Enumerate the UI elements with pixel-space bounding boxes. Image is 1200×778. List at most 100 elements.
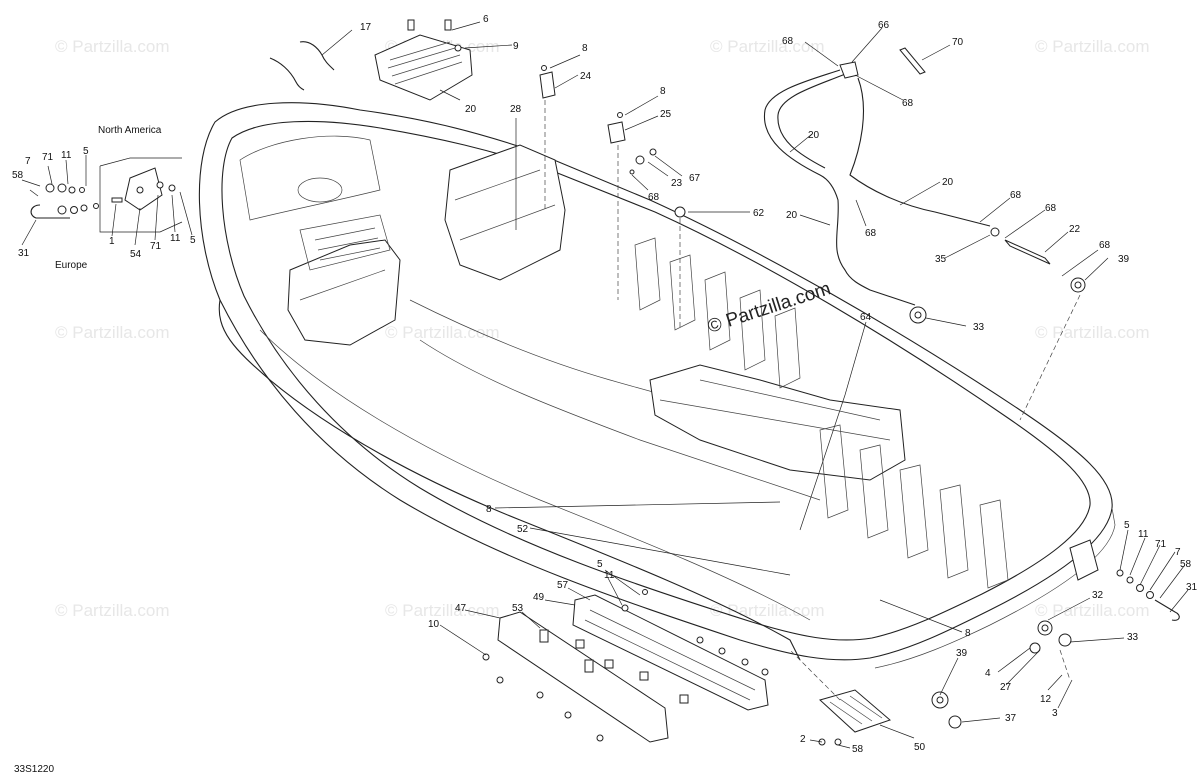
callout: 8: [965, 628, 971, 639]
parts-layer: [30, 19, 1180, 746]
callout: 64: [860, 312, 872, 323]
callout: 20: [808, 130, 820, 141]
callout: 7: [1175, 547, 1181, 558]
callout: 32: [1092, 590, 1104, 601]
fitting-35: [990, 227, 1000, 237]
engine-cover: [649, 364, 906, 481]
bracket-25: [607, 121, 626, 144]
grommet-23: [635, 155, 645, 165]
callout: 58: [12, 170, 24, 181]
rub-strip-49: [572, 594, 769, 711]
callout: 17: [360, 22, 372, 33]
screw-6b: [444, 19, 452, 31]
watermark: © Partzilla.com: [385, 323, 500, 342]
callout: 20: [465, 104, 477, 115]
callout: 5: [190, 235, 196, 246]
callout: 25: [660, 109, 672, 120]
callout: 23: [671, 178, 683, 189]
callout: 58: [852, 744, 864, 755]
fuse-box: [374, 34, 473, 101]
callout: 53: [512, 603, 524, 614]
callout: 20: [786, 210, 798, 221]
callout: 3: [1052, 708, 1058, 719]
watermark: © Partzilla.com: [55, 323, 170, 342]
diagram-code: 33S1220: [14, 764, 54, 775]
callout: 31: [18, 248, 30, 259]
callout: 50: [914, 742, 926, 753]
reverse-gate: [1069, 539, 1099, 581]
tow-hook-31: [30, 204, 70, 219]
callout-labels: 17 6 9 20 8 24 28 8 25 23 67 68 62 68 66…: [12, 14, 1198, 755]
callout: 2: [800, 734, 806, 745]
callout: 70: [952, 37, 964, 48]
watermark: © Partzilla.com: [55, 37, 170, 56]
rub-strip-53: [497, 611, 669, 743]
tow-hook-31b: [1154, 599, 1180, 621]
callout: 54: [130, 249, 142, 260]
callout: 31: [1186, 582, 1198, 593]
callout: 67: [689, 173, 701, 184]
callout: 47: [455, 603, 467, 614]
callout: 5: [597, 559, 603, 570]
hull-side: [218, 299, 801, 661]
watermark: © Partzilla.com: [1035, 37, 1150, 56]
callout: 39: [956, 648, 968, 659]
callout: 28: [510, 104, 522, 115]
callout: 71: [1155, 539, 1167, 550]
watermark: © Partzilla.com: [385, 601, 500, 620]
screws: [482, 589, 842, 746]
callout: 49: [533, 592, 545, 603]
callout: 66: [878, 20, 890, 31]
watermark: © Partzilla.com: [1035, 601, 1150, 620]
callout: 27: [1000, 682, 1012, 693]
watermark: © Partzilla.com: [55, 601, 170, 620]
callout: 68: [1010, 190, 1022, 201]
callout: 4: [985, 668, 991, 679]
watermark: © Partzilla.com: [1035, 323, 1150, 342]
callout: 12: [1040, 694, 1052, 705]
callout: 62: [753, 208, 765, 219]
assembly-lines: [544, 100, 1081, 701]
callout: 33: [1127, 632, 1139, 643]
seat-front: [287, 239, 401, 346]
callout: 68: [648, 192, 660, 203]
callout: 20: [942, 177, 954, 188]
watermark: © Partzilla.com: [710, 37, 825, 56]
callout: 33: [973, 322, 985, 333]
callout: 8: [582, 43, 588, 54]
callout: 5: [83, 146, 89, 157]
plug-62: [674, 206, 686, 218]
callout: 68: [865, 228, 877, 239]
label-europe: Europe: [55, 260, 88, 271]
callout: 35: [935, 254, 947, 265]
callout: 7: [25, 156, 31, 167]
callout: 58: [1180, 559, 1192, 570]
fitting-66: [839, 61, 859, 79]
callout: 37: [1005, 713, 1017, 724]
callout: 22: [1069, 224, 1081, 235]
callout: 5: [1124, 520, 1130, 531]
callout: 68: [782, 36, 794, 47]
hull-outer-rim: [198, 102, 1113, 661]
callout: 39: [1118, 254, 1130, 265]
callout: 1: [109, 236, 115, 247]
callout: 68: [902, 98, 914, 109]
callout: 10: [428, 619, 440, 630]
callout: 68: [1099, 240, 1111, 251]
center-watermark: © Partzilla.com: [705, 278, 833, 338]
callout: 52: [517, 524, 529, 535]
wire-17: [299, 41, 335, 71]
watermark: © Partzilla.com: [710, 601, 825, 620]
drain-33: [1058, 633, 1072, 647]
seat-rear: [444, 144, 566, 281]
watermark-layer: © Partzilla.com © Partzilla.com © Partzi…: [55, 37, 1150, 620]
label-north-america: North America: [98, 125, 162, 136]
tow-eye-plate: [124, 167, 163, 211]
leader-lines: [21, 21, 1189, 749]
callout: 9: [513, 41, 519, 52]
fitting-37: [948, 715, 962, 729]
callout: 68: [1045, 203, 1057, 214]
callout: 57: [557, 580, 569, 591]
screw-6: [407, 19, 415, 31]
